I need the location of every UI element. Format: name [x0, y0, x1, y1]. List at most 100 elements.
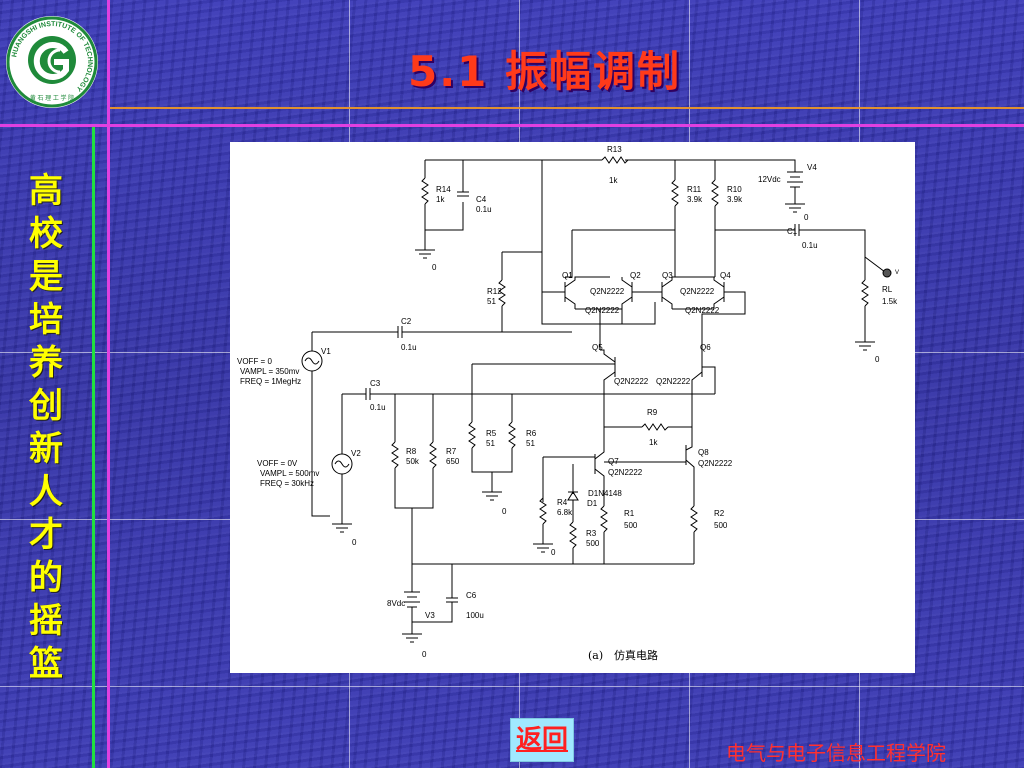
ground-label: 0	[432, 263, 437, 272]
footer-college: 电气与电子信息工程学院	[726, 741, 946, 765]
q3-model: Q2N2222	[680, 287, 715, 296]
resistor-r10	[711, 179, 719, 207]
resistor-r13	[601, 156, 629, 164]
side-char: 培	[29, 300, 63, 340]
r8-value: 50k	[406, 457, 420, 466]
ground-label: 0	[422, 650, 427, 659]
r11-name: R11	[687, 185, 702, 194]
r9-value: 1k	[649, 438, 658, 447]
ground-label: 0	[502, 507, 507, 516]
c1-name: C1	[787, 227, 798, 236]
v2-param: FREQ = 30kHz	[260, 479, 314, 488]
side-char: 创	[29, 386, 63, 426]
v2-param: VAMPL = 500mv	[260, 469, 319, 478]
side-char: 人	[29, 472, 63, 512]
ground-label: 0	[551, 548, 556, 557]
ground-label: 0	[804, 213, 809, 222]
institute-logo: HUANGSHI INSTITUTE OF TECHNOLOGY 黄 石 理 工…	[6, 16, 98, 108]
c2-name: C2	[401, 317, 412, 326]
resistor-r6	[508, 421, 516, 449]
probe-label: V	[895, 270, 899, 276]
resistor-r7	[429, 441, 437, 469]
r6-name: R6	[526, 429, 537, 438]
r10-name: R10	[727, 185, 742, 194]
v1-param: VOFF = 0	[237, 357, 272, 366]
side-slogan: 高 校 是 培 养 创 新 人 才 的 摇 篮	[24, 170, 68, 686]
v4-name: V4	[807, 163, 817, 172]
slide-title: 5.1 振幅调制	[408, 47, 682, 96]
side-char: 篮	[29, 644, 63, 684]
c6-name: C6	[466, 591, 477, 600]
resistor-r11	[671, 179, 679, 207]
side-char: 是	[29, 257, 63, 297]
q6-name: Q6	[700, 343, 711, 352]
side-char: 的	[29, 558, 63, 598]
q1-name: Q1	[562, 271, 573, 280]
circuit-schematic: R13 1k R14 1k C4 0.1u 0 V4 12Vdc 0 R11 3…	[237, 145, 899, 662]
figure-caption: 仿真电路	[614, 648, 658, 662]
q7-model: Q2N2222	[608, 468, 643, 477]
resistor-r1	[600, 505, 608, 533]
r5-value: 51	[486, 439, 495, 448]
resistor-r4	[539, 497, 547, 525]
r5-name: R5	[486, 429, 497, 438]
q2-model: Q2N2222	[585, 306, 620, 315]
c3-value: 0.1u	[370, 403, 386, 412]
side-char: 养	[29, 343, 63, 383]
resistor-r8	[391, 441, 399, 469]
d1-model: D1N4148	[588, 489, 622, 498]
side-char: 校	[29, 214, 63, 254]
resistor-r9	[641, 423, 669, 431]
divider-horizontal	[0, 124, 1024, 127]
side-char: 新	[29, 429, 63, 469]
c2-value: 0.1u	[401, 343, 417, 352]
c1-value: 0.1u	[802, 241, 818, 250]
r9-name: R9	[647, 408, 658, 417]
resistor-r12	[498, 279, 506, 307]
r3-value: 500	[586, 539, 600, 548]
r10-value: 3.9k	[727, 195, 743, 204]
c6-value: 100u	[466, 611, 484, 620]
v3-value: 8Vdc	[387, 599, 405, 608]
circuit-panel: R13 1k R14 1k C4 0.1u 0 V4 12Vdc 0 R11 3…	[230, 142, 915, 673]
q8-model: Q2N2222	[698, 459, 733, 468]
grid-line	[0, 686, 1024, 687]
v2-param: VOFF = 0V	[257, 459, 298, 468]
r6-value: 51	[526, 439, 535, 448]
v4-value: 12Vdc	[758, 175, 781, 184]
side-char: 高	[29, 171, 63, 211]
r3-name: R3	[586, 529, 597, 538]
resistor-rl	[861, 279, 869, 307]
back-button[interactable]: 返回	[510, 718, 574, 762]
r13-name: R13	[607, 145, 622, 154]
resistor-r14	[421, 177, 429, 205]
q1-model: Q2N2222	[590, 287, 625, 296]
resistor-r2	[690, 505, 698, 533]
c4-value: 0.1u	[476, 205, 492, 214]
side-char: 才	[29, 515, 63, 555]
q4-name: Q4	[720, 271, 731, 280]
resistor-r5	[468, 421, 476, 449]
v3-name: V3	[425, 611, 435, 620]
q4-model: Q2N2222	[685, 306, 720, 315]
v1-param: FREQ = 1MegHz	[240, 377, 301, 386]
r7-value: 650	[446, 457, 460, 466]
r2-value: 500	[714, 521, 728, 530]
r14-value: 1k	[436, 195, 445, 204]
q2-name: Q2	[630, 271, 641, 280]
v1-name: V1	[321, 347, 331, 356]
q5-model: Q2N2222	[614, 377, 649, 386]
r12-value: 51	[487, 297, 496, 306]
resistor-r3	[569, 521, 577, 549]
figure-caption-prefix: (a)	[588, 649, 603, 662]
side-char: 摇	[29, 601, 63, 641]
logo-bottom-text: 黄 石 理 工 学 院	[30, 94, 74, 102]
r2-name: R2	[714, 509, 725, 518]
r1-name: R1	[624, 509, 635, 518]
r4-value: 6.8k	[557, 508, 573, 517]
r4-name: R4	[557, 498, 568, 507]
c4-name: C4	[476, 195, 487, 204]
q6-model: Q2N2222	[656, 377, 691, 386]
v1-param: VAMPL = 350mv	[240, 367, 299, 376]
ground-label: 0	[875, 355, 880, 364]
